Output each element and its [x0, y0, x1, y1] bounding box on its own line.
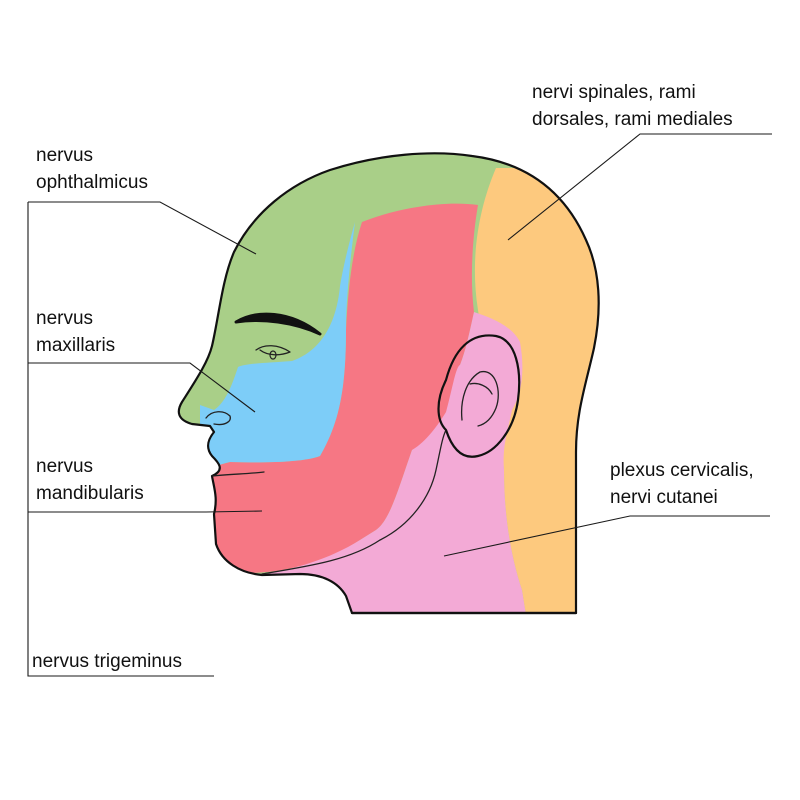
label-trigeminus: nervus trigeminus [32, 651, 182, 672]
label-spinales: nervi spinales, rami dorsales, rami medi… [532, 82, 733, 130]
chin-line [261, 429, 447, 575]
leader-ophthalmicus [28, 201, 257, 255]
label-cervicalis: plexus cervicalis, nervi cutanei [610, 460, 759, 508]
region-dorsal-rami [474, 168, 599, 614]
nostril [205, 411, 231, 426]
mouth-line [211, 471, 265, 477]
region-mandibular [200, 203, 478, 580]
leader-spinales [507, 133, 772, 241]
leader-trigeminus [27, 202, 214, 677]
head-outline [177, 152, 600, 615]
region-maxillary [200, 222, 355, 470]
region-cervical-plexus [262, 312, 530, 614]
label-mandibularis: nervus mandibularis [36, 456, 144, 504]
eye [255, 345, 291, 356]
ear-outline [437, 334, 521, 458]
label-maxillaris: nervus maxillaris [36, 308, 115, 356]
leader-cervicalis [443, 515, 770, 557]
leader-mandibularis [28, 510, 263, 513]
leader-lines [27, 133, 772, 677]
eye-pupil [269, 350, 277, 360]
leader-maxillaris [28, 362, 256, 413]
ear-inner [460, 371, 499, 427]
label-ophthalmicus: nervus ophthalmicus [36, 145, 148, 193]
eyebrow [234, 312, 322, 336]
dermatome-regions [178, 153, 599, 614]
